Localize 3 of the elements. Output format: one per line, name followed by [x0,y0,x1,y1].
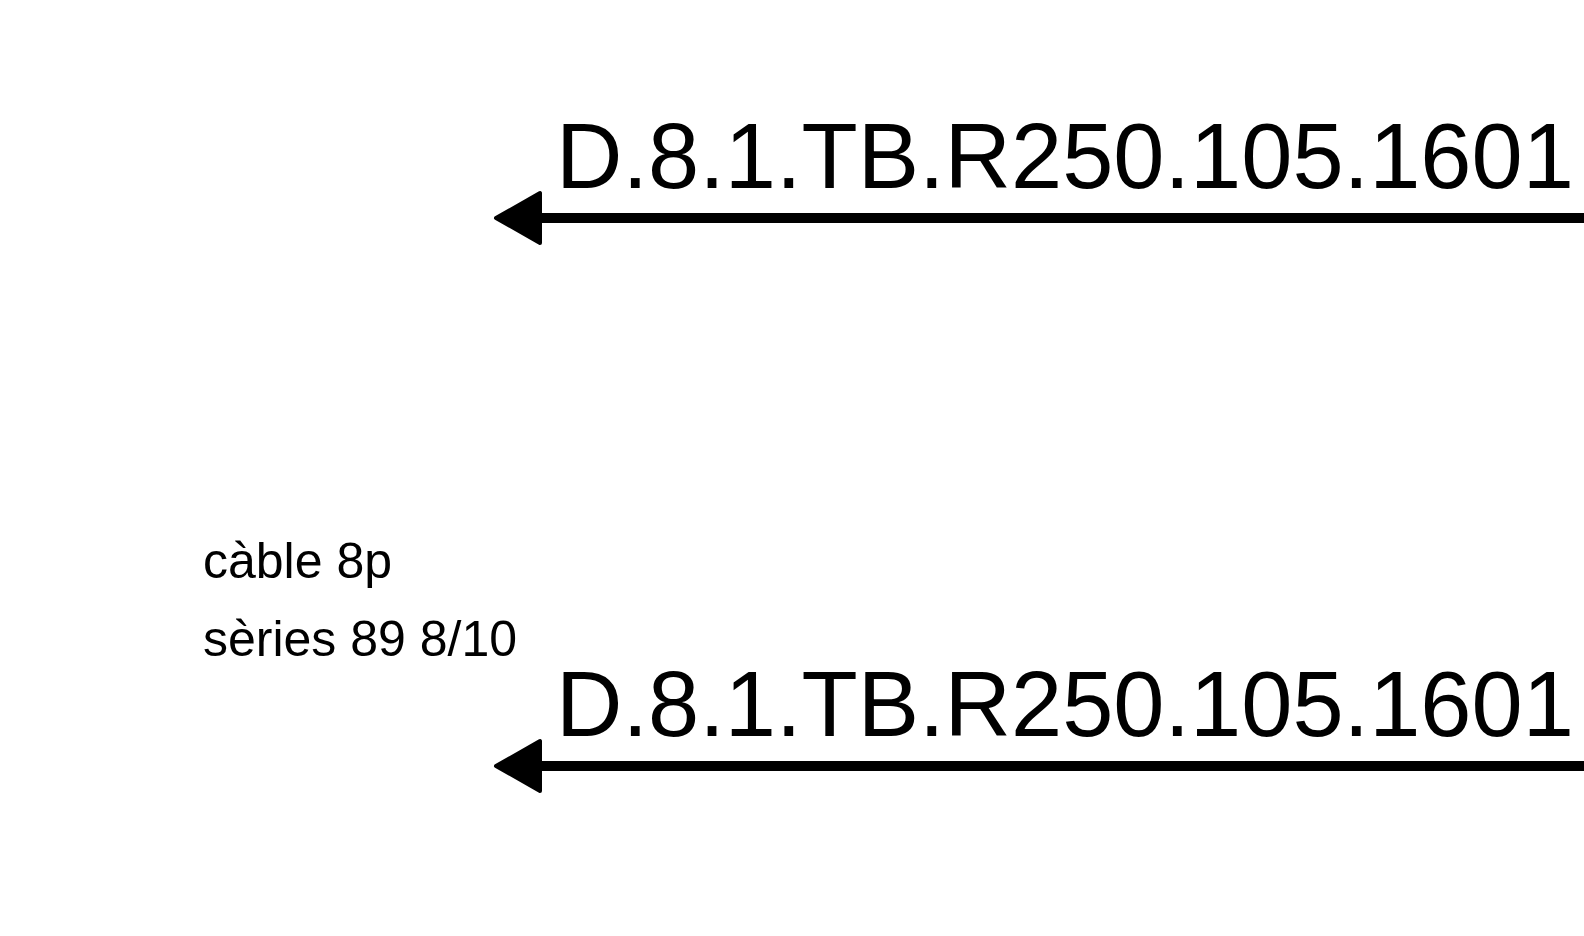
cable-note: càble 8p sèries 89 8/10 [203,532,519,669]
signal-label: D.8.1.TB.R250.105.1601 [556,110,1574,202]
signal-label: D.8.1.TB.R250.105.1601 [556,658,1574,750]
